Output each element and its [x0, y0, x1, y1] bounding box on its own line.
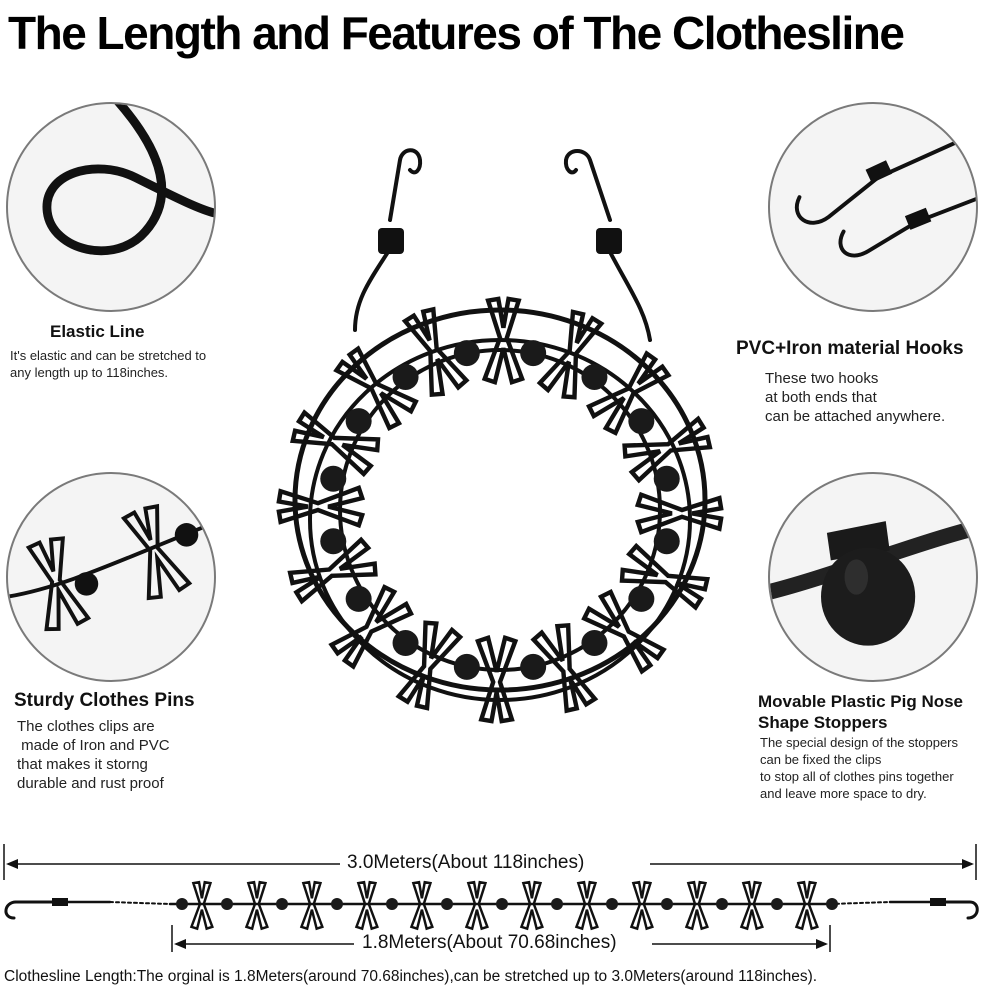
- clothes-pin: [409, 880, 434, 931]
- stopper: [581, 363, 608, 390]
- clothes-pin: [354, 880, 379, 931]
- stopper: [386, 898, 398, 910]
- clothes-pin: [464, 880, 489, 931]
- coiled-clothesline-image: [260, 140, 740, 730]
- elastic-line-detail-image: [6, 102, 216, 312]
- original-length-label: 1.8Meters(About 70.68inches): [358, 932, 621, 954]
- clothes-pin: [290, 409, 381, 478]
- stopper: [345, 408, 372, 435]
- stopper: [345, 585, 372, 612]
- clothes-pin: [586, 350, 672, 436]
- stretched-clothesline-icon: [3, 844, 979, 952]
- clothes-pins-detail-image: [6, 472, 216, 682]
- stopper: [653, 465, 680, 492]
- hooks-description: These two hooks at both ends that can be…: [765, 370, 946, 425]
- stoppers-detail-image: [768, 472, 978, 682]
- max-length-label: 3.0Meters(About 118inches): [343, 852, 589, 874]
- stoppers-title-line2: Shape Stoppers: [758, 713, 888, 732]
- clothes-pin: [519, 880, 544, 931]
- clothes-pin: [634, 491, 724, 535]
- stopper: [716, 898, 728, 910]
- stopper: [276, 898, 288, 910]
- clothes-pin: [244, 880, 269, 931]
- clothes-pin: [530, 622, 599, 714]
- stopper: [496, 898, 508, 910]
- clothes-pin: [739, 880, 764, 931]
- hook-icon: [794, 131, 976, 258]
- stopper: [520, 340, 547, 367]
- stopper: [826, 898, 838, 910]
- clothes-pins-description: The clothes clips are made of Iron and P…: [17, 718, 170, 792]
- clothes-pin: [481, 296, 525, 386]
- clothes-pin: [333, 345, 419, 432]
- stopper: [653, 528, 680, 555]
- clothes-pin: [276, 485, 366, 529]
- clothes-pin: [401, 306, 470, 398]
- clothes-pin: [574, 880, 599, 931]
- clothes-pin-icon: [8, 503, 214, 632]
- elastic-line-title: Elastic Line: [50, 322, 145, 341]
- elastic-line-description: It's elastic and can be stretched to any…: [10, 348, 207, 380]
- stopper: [320, 465, 347, 492]
- stoppers-title-line1: Movable Plastic Pig Nose: [758, 692, 964, 711]
- stopper: [320, 528, 347, 555]
- stopper: [392, 630, 419, 657]
- clothes-pin: [629, 880, 654, 931]
- page-title: The Length and Features of The Clothesli…: [8, 7, 905, 59]
- clothes-pin: [536, 309, 605, 400]
- stopper: [453, 653, 480, 680]
- stopper: [771, 898, 783, 910]
- stopper: [551, 898, 563, 910]
- stoppers-description: The special design of the stoppers can b…: [760, 735, 959, 801]
- stopper: [392, 363, 419, 390]
- stopper: [661, 898, 673, 910]
- clothes-pin: [299, 880, 324, 931]
- clothes-pin: [794, 880, 819, 931]
- clothes-pins-title: Sturdy Clothes Pins: [14, 690, 195, 711]
- elastic-cord-icon: [42, 104, 214, 256]
- stopper: [628, 585, 655, 612]
- stopper: [453, 340, 480, 367]
- stopper-icon: [770, 520, 976, 646]
- clothes-pin: [328, 584, 414, 670]
- clothes-pin: [287, 536, 378, 605]
- footer-length-note: Clothesline Length:The orginal is 1.8Met…: [4, 968, 818, 985]
- clothesline-coil-icon: [276, 148, 724, 724]
- stopper: [176, 898, 188, 910]
- clothes-pin: [619, 542, 710, 611]
- stopper: [606, 898, 618, 910]
- stopper: [628, 408, 655, 435]
- clothes-pin: [475, 634, 519, 724]
- stopper: [520, 653, 547, 680]
- stopper: [581, 630, 608, 657]
- hooks-detail-image: [768, 102, 978, 312]
- clothes-pin: [622, 415, 713, 484]
- stopper: [441, 898, 453, 910]
- stopper: [331, 898, 343, 910]
- clothes-pin: [189, 880, 214, 931]
- clothes-pin: [581, 588, 667, 675]
- clothes-pin: [684, 880, 709, 931]
- clothes-pin: [395, 620, 464, 711]
- length-dimension-diagram: [0, 840, 1003, 970]
- hooks-title: PVC+Iron material Hooks: [736, 338, 964, 359]
- stopper: [221, 898, 233, 910]
